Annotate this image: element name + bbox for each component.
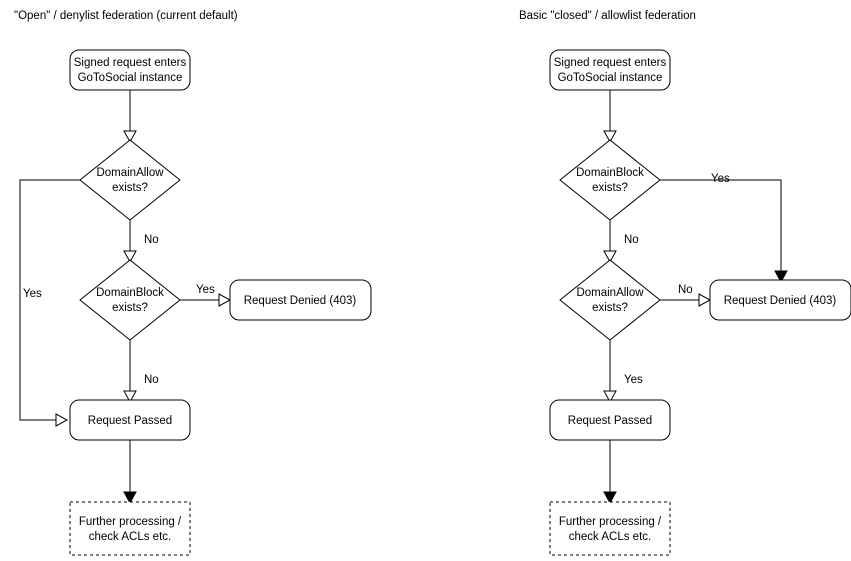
right-node-request-passed — [549, 399, 671, 441]
arrowhead-open-right-4 — [603, 390, 617, 404]
right-node-start-line2: GoToSocial instance — [558, 72, 663, 84]
right-flow-title: Basic "closed" / allowlist federation — [519, 10, 696, 22]
edge-label-left-allow-yes: Yes — [23, 288, 42, 300]
arrowhead-open-right-2 — [603, 250, 617, 264]
arrowhead-open-right-3 — [698, 293, 712, 307]
edge-label-right-allow-yes: Yes — [624, 374, 643, 386]
right-node-domain-block-line2: exists? — [592, 182, 628, 194]
right-node-further-processing — [549, 501, 671, 556]
left-flow-title: "Open" / denylist federation (current de… — [14, 10, 238, 22]
arrowhead-filled-left-1 — [123, 491, 137, 505]
left-node-domain-block — [79, 259, 181, 341]
left-node-domain-allow-line2: exists? — [112, 182, 148, 194]
arrowhead-open-right-1 — [603, 130, 617, 144]
left-node-further-processing-line1: Further processing / — [79, 516, 182, 528]
right-node-start-line1: Signed request enters — [554, 57, 667, 69]
edge-label-right-block-no: No — [624, 234, 639, 246]
left-node-further-processing-line2: check ACLs etc. — [89, 531, 171, 543]
right-node-request-denied — [709, 279, 851, 321]
right-node-domain-allow — [559, 259, 661, 341]
arrowhead-open-left-1 — [123, 130, 137, 144]
left-node-request-denied — [229, 279, 372, 321]
arrowhead-open-left-4 — [218, 293, 232, 307]
right-node-start — [549, 49, 671, 91]
left-node-domain-allow — [79, 139, 181, 221]
edge-label-left-block-no: No — [144, 374, 159, 386]
edge-label-left-block-yes: Yes — [196, 284, 215, 296]
right-node-domain-block — [559, 139, 661, 221]
right-node-request-denied-label: Request Denied (403) — [724, 295, 837, 307]
left-node-domain-block-line2: exists? — [112, 302, 148, 314]
edge-label-right-allow-no: No — [678, 284, 693, 296]
edge-label-left-allow-no: No — [144, 234, 159, 246]
arrowhead-open-left-2 — [123, 250, 137, 264]
right-node-request-passed-label: Request Passed — [568, 415, 652, 427]
right-node-further-processing-line1: Further processing / — [559, 516, 662, 528]
arrowhead-filled-right-2 — [603, 491, 617, 505]
edge-right-block-yes — [660, 179, 782, 273]
left-node-start — [69, 49, 191, 91]
left-node-start-line1: Signed request enters — [74, 57, 187, 69]
arrowhead-filled-right-1 — [774, 270, 788, 284]
right-node-domain-allow-line2: exists? — [592, 302, 628, 314]
edge-label-right-block-yes: Yes — [711, 173, 730, 185]
right-node-further-processing-line2: check ACLs etc. — [569, 531, 651, 543]
right-node-domain-allow-line1: DomainAllow — [576, 287, 644, 299]
left-node-further-processing — [69, 501, 191, 556]
arrowhead-open-left-3 — [55, 413, 69, 427]
left-node-domain-allow-line1: DomainAllow — [96, 167, 164, 179]
left-node-request-passed — [69, 399, 191, 441]
left-node-start-line2: GoToSocial instance — [78, 72, 183, 84]
arrowhead-open-left-5 — [123, 390, 137, 404]
edge-left-allow-yes — [19, 179, 80, 421]
left-node-request-denied-label: Request Denied (403) — [244, 295, 357, 307]
left-node-request-passed-label: Request Passed — [88, 415, 172, 427]
left-node-domain-block-line1: DomainBlock — [96, 287, 164, 299]
right-node-domain-block-line1: DomainBlock — [576, 167, 644, 179]
